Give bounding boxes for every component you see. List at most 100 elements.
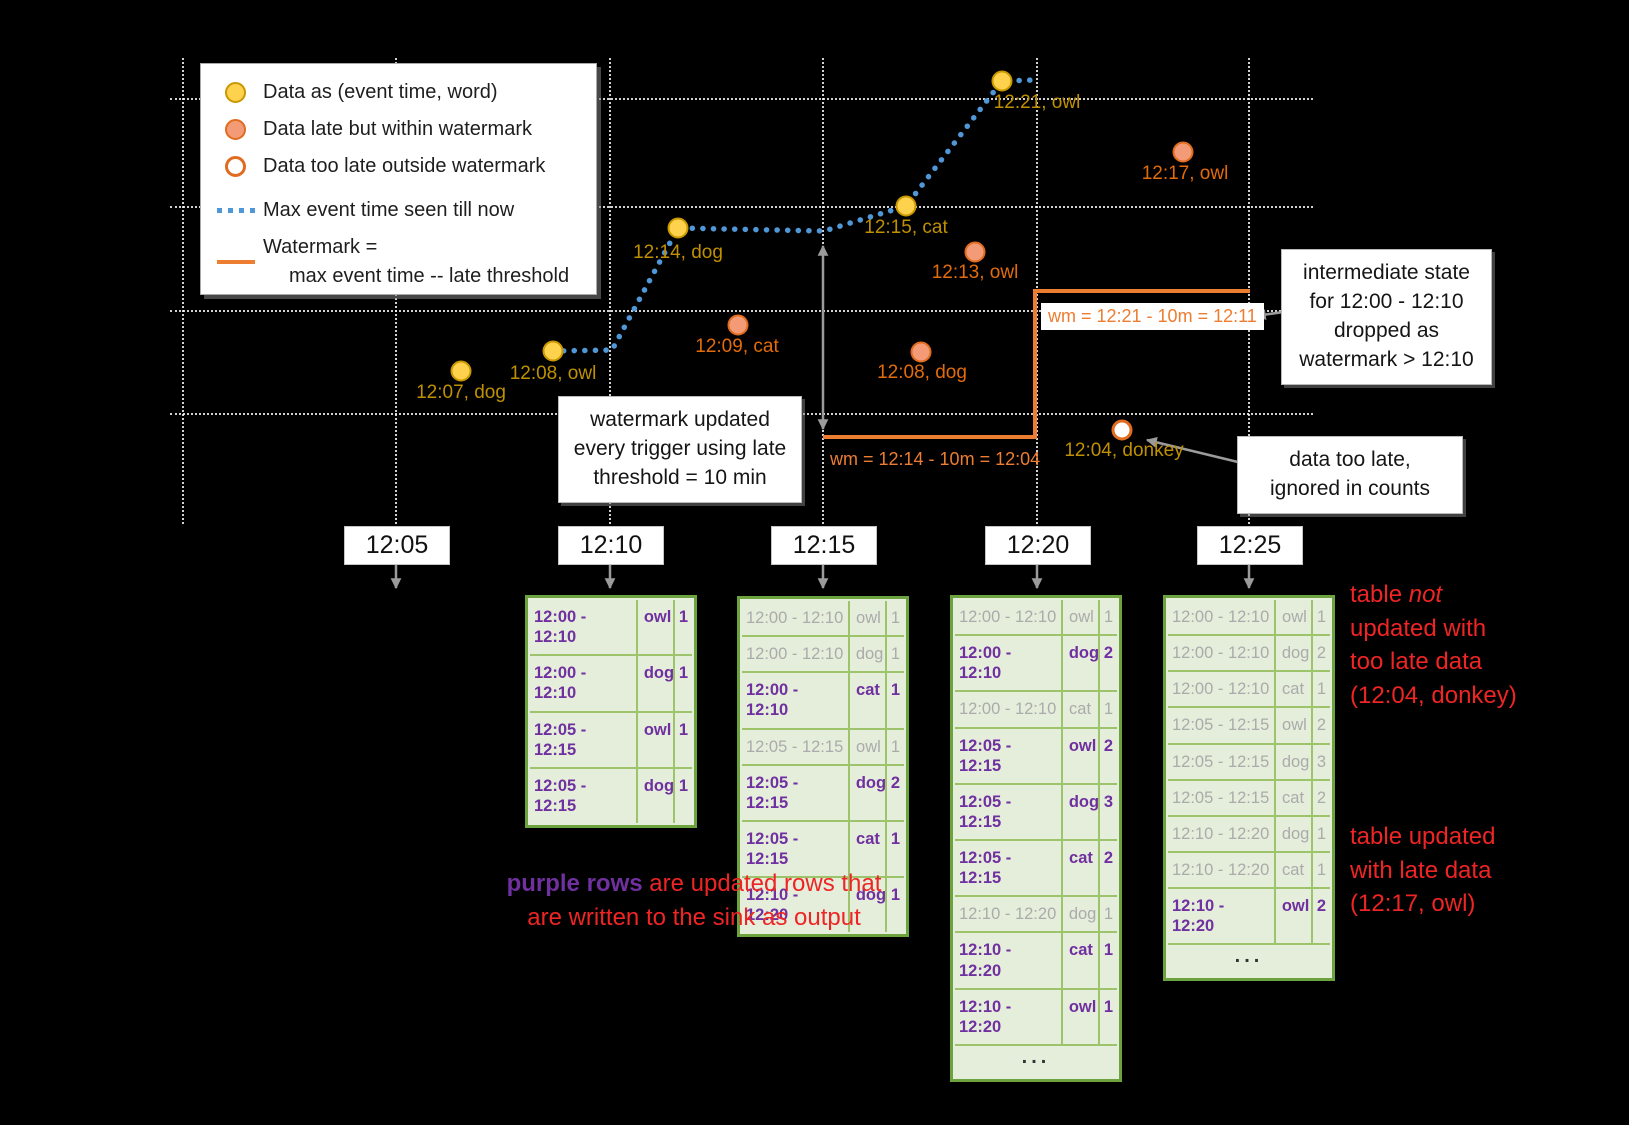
watermark-line-icon — [217, 260, 255, 264]
data-point-label: 12:04, donkey — [1064, 440, 1184, 461]
data-point-late — [910, 341, 932, 363]
callout-intermediate-state: intermediate state for 12:00 - 12:10 dro… — [1281, 249, 1492, 385]
data-point-late — [1172, 141, 1194, 163]
table-cell-count: 3 — [1103, 792, 1113, 811]
time-box-1220: 12:20 — [985, 526, 1091, 565]
data-point-late — [964, 241, 986, 263]
watermark-label-line1: Watermark = — [263, 236, 378, 258]
table-cell-count: 1 — [1316, 680, 1326, 699]
table-cell-count: 1 — [1103, 700, 1113, 719]
legend-label: Data as (event time, word) — [263, 81, 498, 103]
purple-rows-highlight: purple rows — [506, 870, 643, 897]
time-box-1210: 12:10 — [558, 526, 664, 565]
table-cell-word: owl — [850, 601, 887, 636]
legend-item-ontime: Data as (event time, word) — [215, 78, 586, 107]
table-cell-window: 12:00 - 12:10 — [955, 636, 1063, 691]
table-cell-word: dog — [1063, 897, 1100, 932]
table-cell-count: 2 — [1316, 716, 1326, 735]
table-cell-window: 12:05 - 12:15 — [742, 729, 851, 764]
table-cell-window: 12:10 - 12:20 — [742, 878, 850, 933]
data-point-label: 12:21, owl — [993, 92, 1081, 113]
table-cell-word: owl — [850, 729, 887, 764]
table-cell-window: 12:05 - 12:15 — [1168, 744, 1276, 779]
table-cell-window: 12:00 - 12:10 — [742, 637, 850, 672]
table-cell-word: dog — [638, 768, 675, 823]
table-cell-window: 12:05 - 12:15 — [1168, 780, 1277, 815]
table-cell-word: dog — [1276, 744, 1313, 779]
table-cell-word: cat — [1276, 780, 1313, 815]
table-cell-count: 1 — [890, 886, 900, 905]
table-ellipsis-row: ... — [1234, 945, 1264, 968]
table-cell-word: owl — [1276, 600, 1313, 635]
table-cell-count: 2 — [890, 773, 900, 792]
late-dot-icon — [225, 119, 246, 140]
table-cell-word: owl — [1276, 889, 1313, 944]
table-cell-count: 1 — [1103, 997, 1113, 1016]
gridline-v — [182, 58, 184, 524]
table-cell-word: cat — [1063, 841, 1100, 896]
table-cell-count: 1 — [1316, 824, 1326, 843]
data-point-label: 12:15, cat — [864, 217, 948, 238]
data-point-ontime — [991, 70, 1013, 92]
annotation-purple-rows: purple rows are updated rows that are wr… — [494, 867, 894, 934]
annotation-updated-late: table updated with late data (12:17, owl… — [1350, 823, 1496, 918]
data-point-late — [727, 314, 749, 336]
table-cell-window: 12:10 - 12:20 — [1168, 852, 1277, 887]
max-event-time-line — [550, 77, 1039, 354]
ontime-dot-icon — [225, 82, 246, 103]
callout-data-too-late: data too late, ignored in counts — [1237, 436, 1463, 514]
table-cell-count: 1 — [678, 664, 688, 683]
watermark-value-label-2: wm = 12:21 - 10m = 12:11 — [1041, 303, 1264, 330]
legend-item-toolate: Data too late outside watermark — [215, 152, 586, 181]
table-cell-word: owl — [638, 712, 675, 767]
gridline-h — [170, 310, 1313, 312]
table-cell-word: cat — [850, 821, 887, 877]
gridline-h — [170, 98, 1313, 100]
table-cell-count: 1 — [890, 681, 900, 700]
legend-label: Data too late outside watermark — [263, 155, 546, 177]
table-cell-window: 12:10 - 12:20 — [955, 897, 1063, 932]
table-cell-count: 1 — [890, 829, 900, 848]
legend-label: Data late but within watermark — [263, 118, 533, 140]
annotation-not-updated: table not updated with too late data (12… — [1350, 578, 1517, 712]
table-cell-count: 1 — [678, 608, 688, 626]
data-point-label: 12:13, owl — [931, 262, 1019, 283]
gridline-v — [609, 58, 611, 524]
table-cell-window: 12:05 - 12:15 — [530, 768, 638, 823]
table-cell-word: dog — [850, 637, 887, 672]
table-cell-count: 1 — [1316, 608, 1326, 626]
table-cell-word: cat — [1063, 933, 1100, 988]
table-cell-count: 1 — [1103, 905, 1113, 924]
table-cell-window: 12:10 - 12:20 — [955, 989, 1063, 1044]
legend-label: Watermark = max event time -- late thres… — [263, 233, 569, 291]
legend-item-late: Data late but within watermark — [215, 115, 586, 144]
table-cell-count: 1 — [890, 609, 900, 627]
table-cell-word: cat — [850, 673, 887, 728]
table-cell-count: 1 — [1316, 860, 1326, 879]
data-point-label: 12:14, dog — [633, 242, 723, 263]
annotation-text: are updated rows that are written to the… — [527, 870, 882, 931]
table-cell-count: 1 — [1103, 941, 1113, 960]
table-cell-word: dog — [850, 765, 887, 820]
table-cell-window: 12:00 - 12:10 — [1168, 600, 1277, 635]
time-box-1205: 12:05 — [344, 526, 450, 565]
